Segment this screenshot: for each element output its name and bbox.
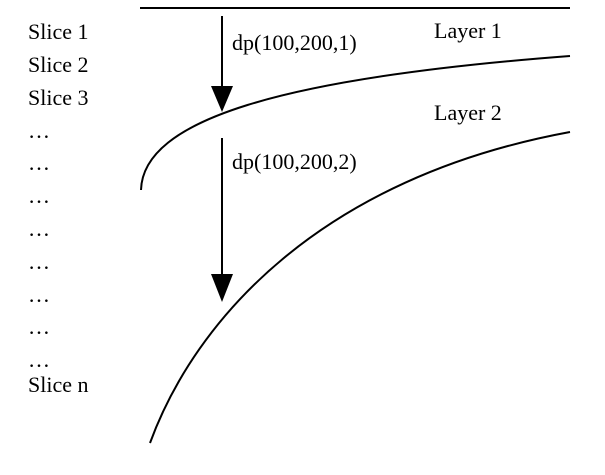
layer-boundary-2 bbox=[149, 131, 571, 444]
slice-label-3: Slice 3 bbox=[28, 85, 89, 110]
arrow-1-head bbox=[211, 86, 233, 112]
arrow-2-head bbox=[211, 274, 233, 302]
arrow-1-label: dp(100,200,1) bbox=[232, 30, 357, 55]
layer-2-label: Layer 2 bbox=[434, 100, 502, 125]
slice-ellipsis-3: … bbox=[28, 183, 50, 208]
layer-1-label: Layer 1 bbox=[434, 18, 502, 43]
slice-label-1: Slice 1 bbox=[28, 19, 89, 44]
slice-ellipsis-8: … bbox=[28, 347, 50, 372]
slice-label-2: Slice 2 bbox=[28, 52, 89, 77]
slice-ellipsis-2: … bbox=[28, 150, 50, 175]
layer-boundary-1 bbox=[140, 55, 571, 191]
slice-ellipsis-6: … bbox=[28, 282, 50, 307]
arrow-2-label: dp(100,200,2) bbox=[232, 149, 357, 174]
slice-ellipsis-1: … bbox=[28, 118, 50, 143]
slice-ellipsis-7: … bbox=[28, 314, 50, 339]
slice-ellipsis-5: … bbox=[28, 249, 50, 274]
slice-label-n: Slice n bbox=[28, 372, 89, 397]
slice-ellipsis-4: … bbox=[28, 216, 50, 241]
